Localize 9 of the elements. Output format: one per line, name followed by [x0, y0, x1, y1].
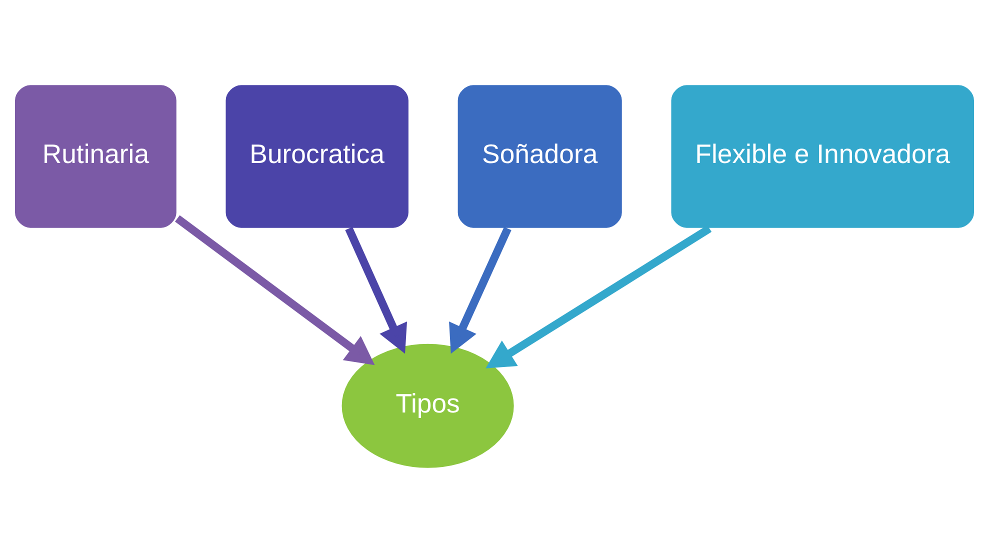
arrow [344, 226, 407, 354]
arrow [174, 214, 374, 365]
arrow [485, 224, 712, 368]
node-box: Flexible e Innovadora [669, 83, 975, 229]
node-box: Soñadora [456, 83, 623, 229]
node-box: Burocratica [224, 83, 410, 229]
arrow [448, 226, 511, 354]
node-box: Rutinaria [13, 83, 178, 229]
node-ellipse: Tipos [340, 342, 515, 469]
